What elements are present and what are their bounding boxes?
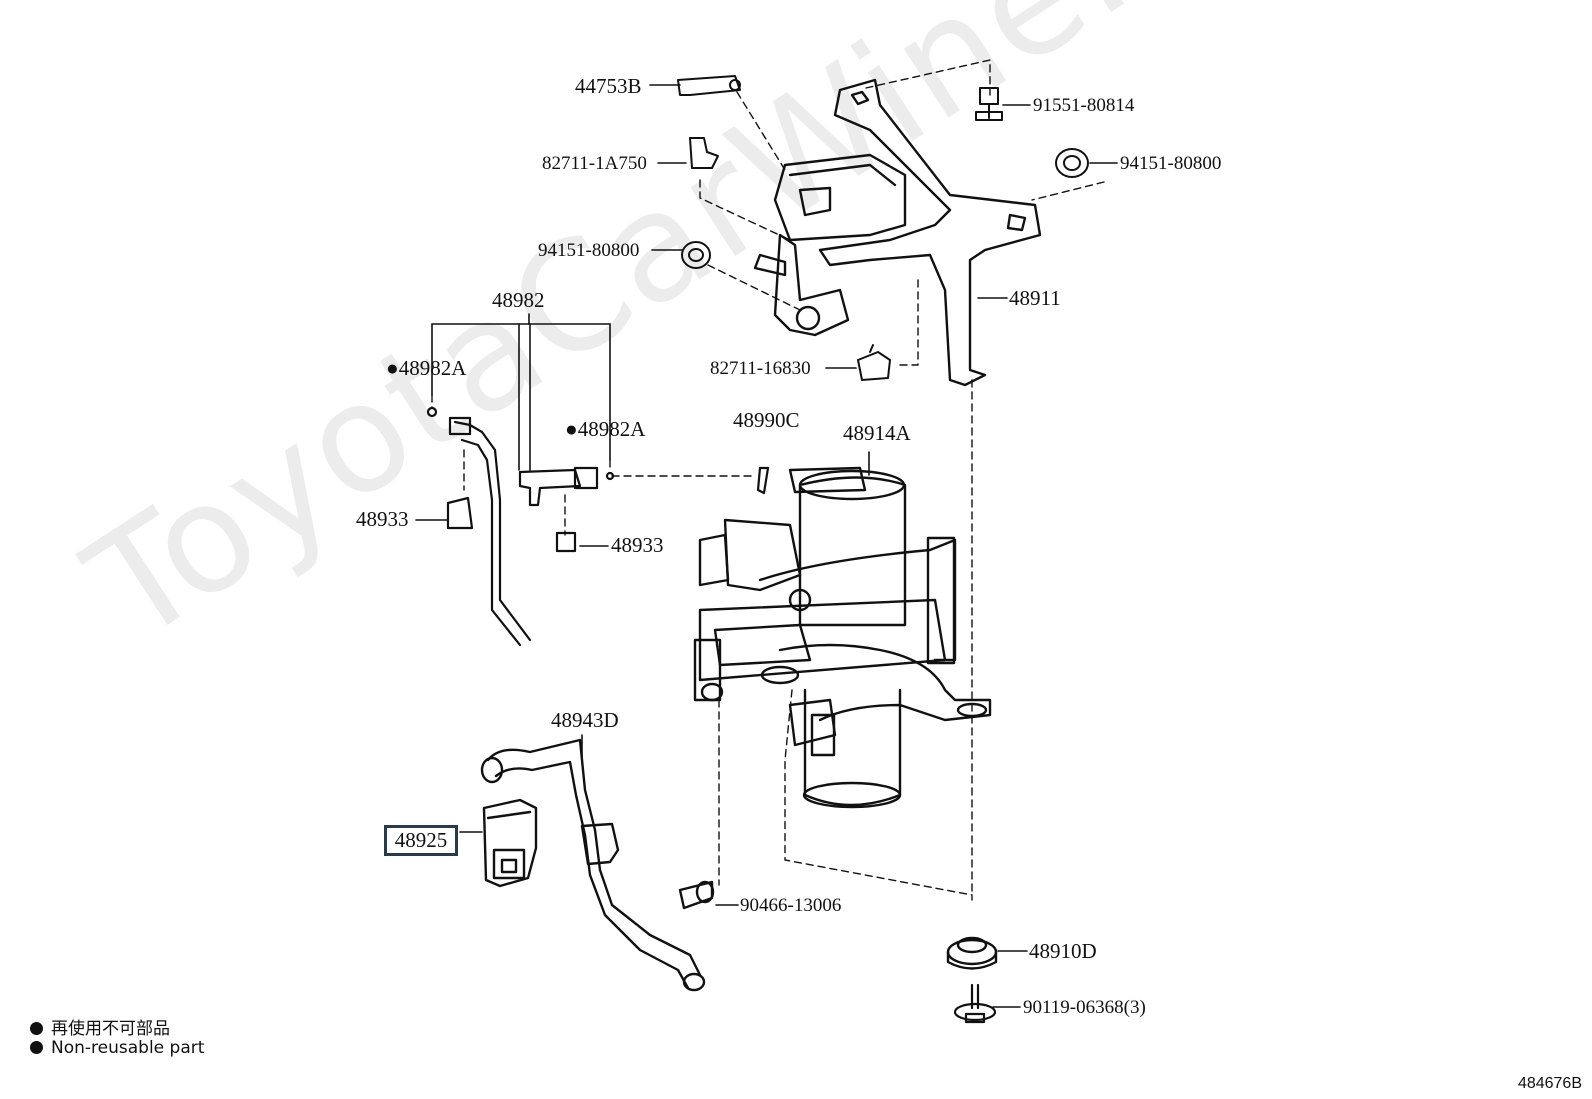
label-94151-80800-left: 94151-80800: [538, 240, 640, 261]
label-44753B: 44753B: [575, 74, 642, 98]
compressor-48914A: [693, 466, 992, 809]
fastener-44753B: [677, 75, 741, 96]
leader-lines: [415, 84, 1118, 1008]
figure-id: 484676B: [1517, 1075, 1582, 1092]
label-48933-right: 48933: [611, 533, 664, 557]
label-48990C: 48990C: [733, 408, 800, 432]
legend-japanese: 再使用不可部品: [30, 1014, 170, 1039]
label-48911: 48911: [1009, 286, 1061, 310]
sensor-48925: [482, 798, 538, 888]
grommet-48910D: [946, 936, 998, 970]
clip-82711-1A750: [689, 137, 719, 169]
label-48982: 48982: [492, 288, 545, 312]
bullet-icon: [30, 1022, 43, 1035]
bolt-90119: [953, 983, 997, 1024]
bullet-icon: [30, 1041, 43, 1054]
label-48943D: 48943D: [551, 708, 619, 732]
label-48925-highlighted[interactable]: 48925: [384, 825, 458, 856]
legend-english: Non-reusable part: [30, 1038, 204, 1058]
hose-48943D: [480, 738, 715, 992]
bolt-91551: [975, 87, 1003, 121]
label-48982A-left: ●48982A: [386, 356, 467, 380]
nut-94151-right: [1055, 148, 1089, 178]
label-90466-13006: 90466-13006: [740, 895, 842, 916]
label-48914A: 48914A: [843, 421, 911, 445]
nut-94151-left: [681, 241, 711, 269]
label-48910D: 48910D: [1029, 939, 1097, 963]
label-94151-80800-right: 94151-80800: [1120, 153, 1222, 174]
clip-82711-16830: [857, 344, 891, 381]
hose-48982: [426, 406, 770, 647]
label-82711-16830: 82711-16830: [710, 358, 811, 379]
bracket-48911: [753, 78, 1042, 387]
label-82711-1A750: 82711-1A750: [542, 153, 647, 174]
dashed-lines: [431, 59, 1105, 901]
label-91551-80814: 91551-80814: [1033, 95, 1135, 116]
label-90119-06368: 90119-06368(3): [1023, 997, 1146, 1018]
label-48933-left: 48933: [356, 507, 409, 531]
label-48982A-right: ●48982A: [565, 417, 646, 441]
